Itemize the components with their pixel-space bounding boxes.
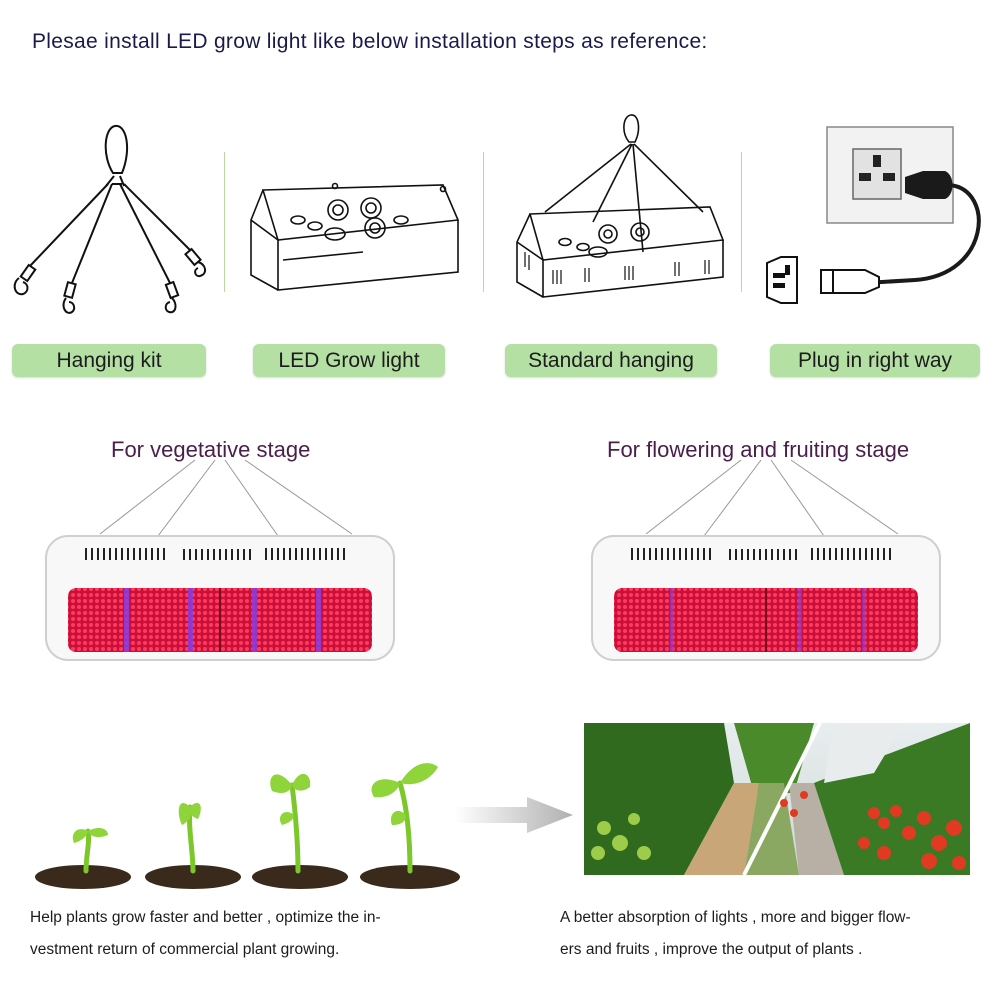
led-panel-vegetative: [45, 459, 395, 661]
caption-left-line2: vestment return of commercial plant grow…: [30, 941, 340, 958]
power-plug-icon: [766, 126, 981, 304]
hanging-kit-icon: [13, 125, 206, 314]
step-divider: [224, 152, 225, 292]
caption-left-line1: Help plants grow faster and better , opt…: [30, 909, 381, 926]
step-label-hanging-kit: Hanging kit: [12, 344, 206, 377]
caption-right-line2: ers and fruits , improve the output of p…: [560, 941, 863, 958]
step-label-led-grow-light: LED Grow light: [253, 344, 445, 377]
page-heading: Plesae install LED grow light like below…: [32, 30, 708, 53]
caption-right-line1: A better absorption of lights , more and…: [560, 909, 911, 926]
stage-title-flowering: For flowering and fruiting stage: [607, 437, 910, 462]
step-divider: [741, 152, 742, 292]
grow-light-outline-icon: [250, 182, 460, 291]
step-label-plug-in: Plug in right way: [770, 344, 980, 377]
step-divider: [483, 152, 484, 292]
stage-title-vegetative: For vegetative stage: [111, 437, 311, 462]
standard-hanging-icon: [516, 114, 725, 298]
greenhouse-photo: [584, 722, 970, 876]
led-panel-flowering: [591, 459, 941, 661]
arrow-right-icon: [455, 797, 573, 833]
seedlings-illustration: [35, 763, 460, 889]
step-label-standard-hanging: Standard hanging: [505, 344, 717, 377]
